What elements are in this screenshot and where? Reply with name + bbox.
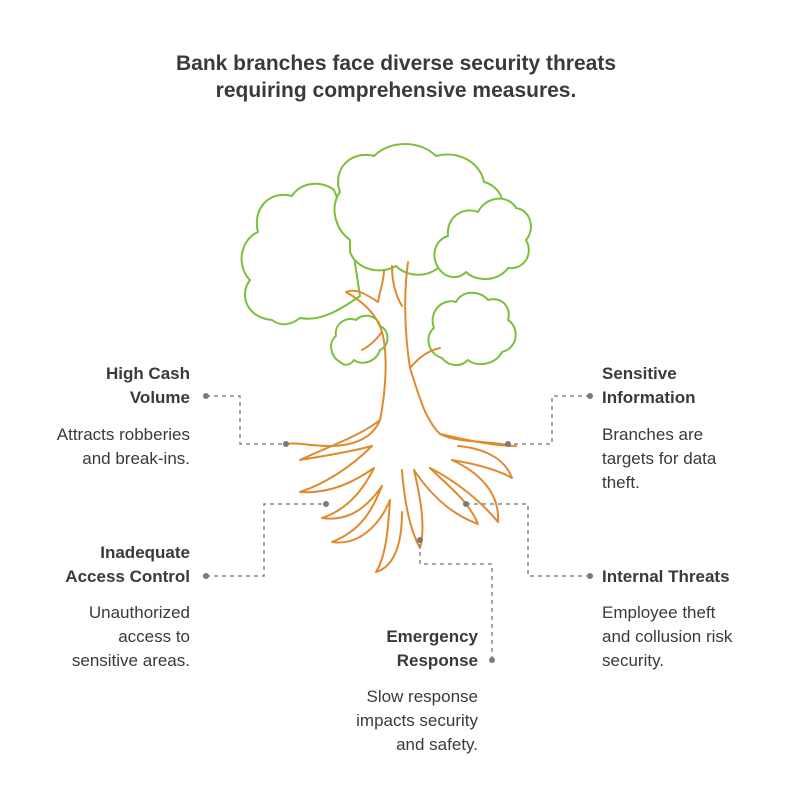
dot-emergency-tree xyxy=(417,537,423,543)
internal-threats-desc-line-1: Employee theft xyxy=(602,603,716,622)
connector-access-control xyxy=(206,503,326,577)
emergency-desc-line-2: impacts security xyxy=(356,711,478,730)
sensitive-info-label-line-1: Sensitive xyxy=(602,364,677,383)
root-right-1 xyxy=(413,467,479,525)
dot-internal-label xyxy=(587,573,593,579)
high-cash-label-line-1: High Cash xyxy=(105,364,190,383)
connectors xyxy=(206,395,590,660)
internal-threats-desc: Employee theft and collusion risk securi… xyxy=(602,601,787,673)
dot-access-tree xyxy=(323,501,329,507)
tree-trunk-roots xyxy=(285,261,517,573)
internal-threats-desc-line-2: and collusion risk xyxy=(602,627,733,646)
dot-sensitive-tree xyxy=(505,441,511,447)
canopy-left xyxy=(240,182,361,326)
dot-access-label xyxy=(203,573,209,579)
sensitive-info-label-line-2: Information xyxy=(602,388,696,407)
emergency-label: Emergency Response xyxy=(318,625,478,673)
access-control-label-line-1: Inadequate xyxy=(100,543,190,562)
dot-emergency-label xyxy=(489,657,495,663)
title-line-1: Bank branches face diverse security thre… xyxy=(175,52,617,75)
sensitive-info-label: Sensitive Information xyxy=(602,362,782,410)
high-cash-desc: Attracts robberies and break-ins. xyxy=(10,423,190,471)
root-left-4 xyxy=(331,485,391,544)
page-title: Bank branches face diverse security thre… xyxy=(96,50,696,104)
dot-sensitive-label xyxy=(587,393,593,399)
root-left-1 xyxy=(299,419,381,461)
branch-small xyxy=(361,331,383,351)
internal-threats-desc-line-3: security. xyxy=(602,651,665,670)
emergency-label-line-2: Response xyxy=(396,651,478,670)
access-control-desc: Unauthorized access to sensitive areas. xyxy=(10,601,190,673)
tree-foliage xyxy=(240,143,532,366)
sensitive-info-desc-line-1: Branches are xyxy=(602,425,704,444)
connector-dots xyxy=(203,393,593,663)
canopy-right-top xyxy=(433,197,532,280)
access-control-desc-line-1: Unauthorized xyxy=(88,603,190,622)
access-control-label: Inadequate Access Control xyxy=(20,541,190,589)
branch-mid xyxy=(391,265,403,307)
connector-internal-threats xyxy=(466,503,590,577)
connector-high-cash xyxy=(206,395,286,445)
dot-internal-tree xyxy=(463,501,469,507)
access-control-desc-line-3: sensitive areas. xyxy=(71,651,190,670)
high-cash-label: High Cash Volume xyxy=(40,362,190,410)
emergency-desc: Slow response impacts security and safet… xyxy=(298,685,478,757)
internal-threats-label-line-1: Internal Threats xyxy=(602,567,730,586)
branch-left xyxy=(345,269,385,303)
sensitive-info-desc-line-3: theft. xyxy=(602,473,640,492)
dot-high-cash-label xyxy=(203,393,209,399)
high-cash-desc-line-2: and break-ins. xyxy=(82,449,190,468)
emergency-desc-line-1: Slow response xyxy=(366,687,478,706)
access-control-desc-line-2: access to xyxy=(118,627,190,646)
root-right-3 xyxy=(451,445,513,479)
branch-right xyxy=(409,347,441,369)
root-center-1 xyxy=(375,499,403,573)
emergency-label-line-1: Emergency xyxy=(386,627,478,646)
root-center-2 xyxy=(401,469,424,549)
title-line-2: requiring comprehensive measures. xyxy=(215,79,577,102)
root-left-2 xyxy=(299,445,375,494)
access-control-label-line-2: Access Control xyxy=(65,567,190,586)
high-cash-desc-line-1: Attracts robberies xyxy=(56,425,190,444)
internal-threats-label: Internal Threats xyxy=(602,565,782,589)
sensitive-info-desc-line-2: targets for data xyxy=(602,449,717,468)
root-left-3 xyxy=(321,467,383,520)
connector-sensitive-info xyxy=(508,395,590,445)
sensitive-info-desc: Branches are targets for data theft. xyxy=(602,423,782,495)
dot-high-cash-tree xyxy=(283,441,289,447)
high-cash-label-line-2: Volume xyxy=(129,388,190,407)
connector-emergency xyxy=(419,540,493,660)
root-right-2 xyxy=(429,459,500,523)
emergency-desc-line-3: and safety. xyxy=(396,735,478,754)
canopy-right-bottom xyxy=(427,291,517,366)
